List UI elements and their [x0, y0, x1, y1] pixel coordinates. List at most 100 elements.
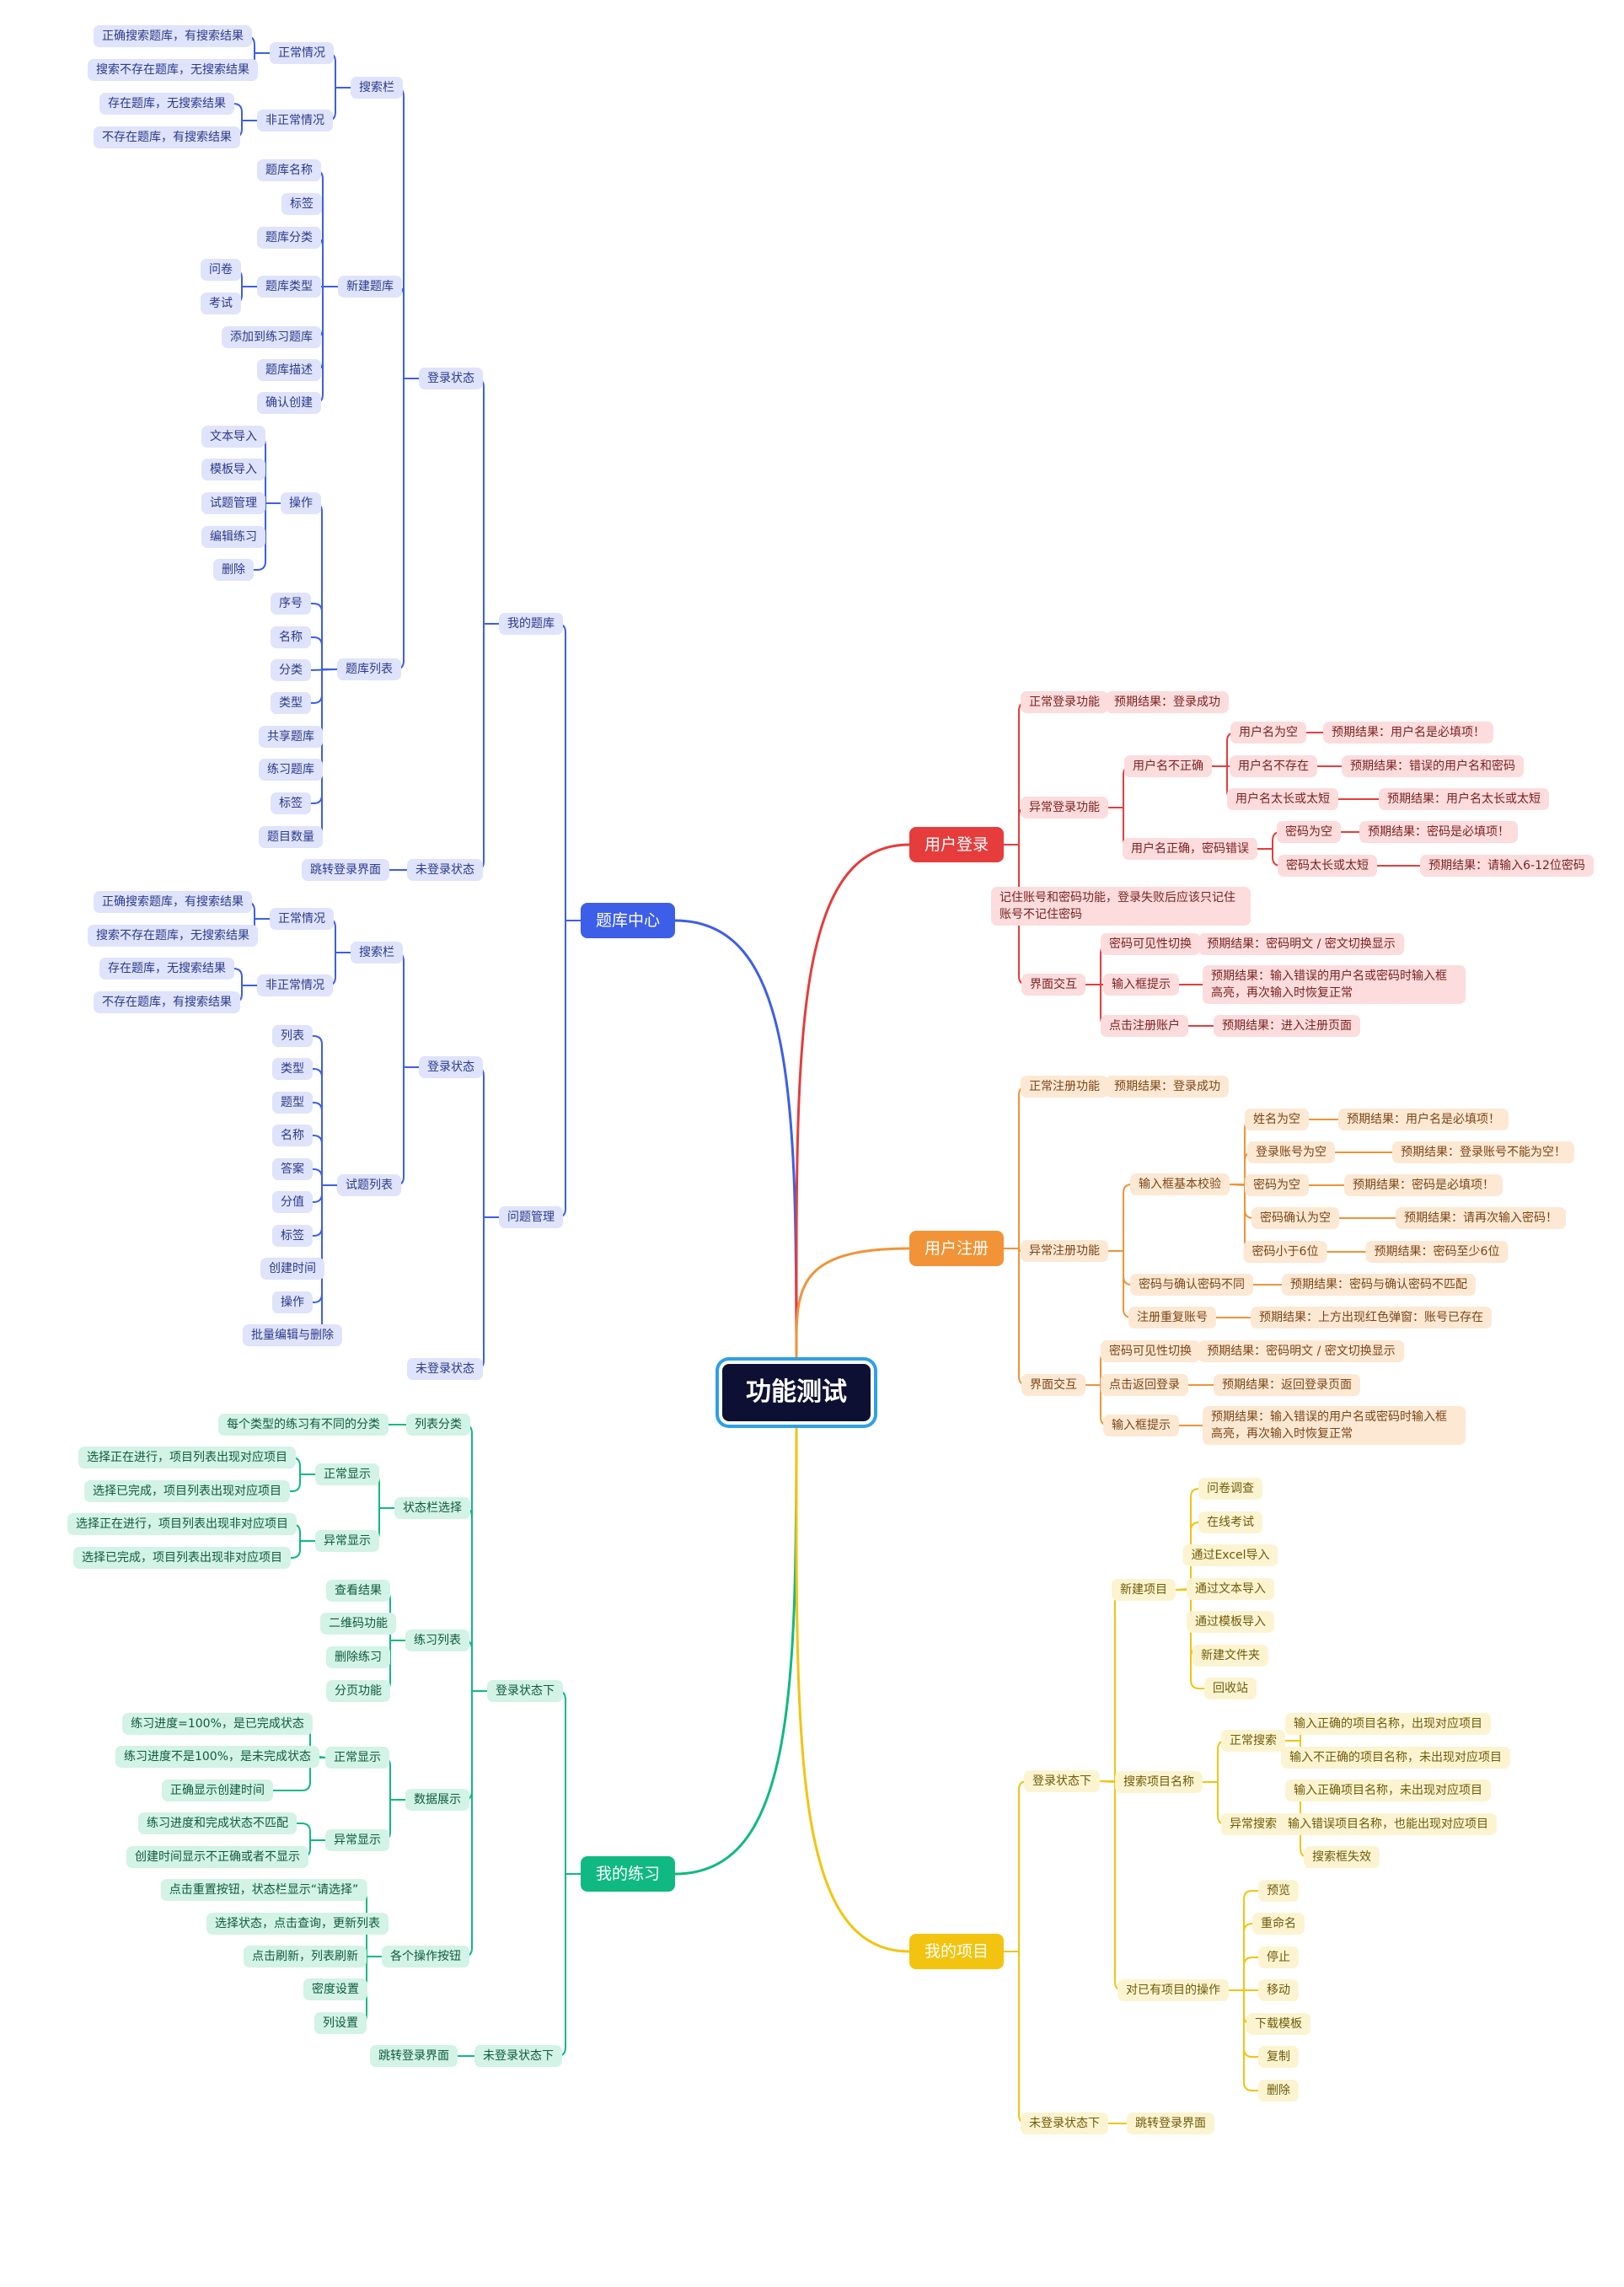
branch-user-register: 用户注册 [908, 1231, 1005, 1266]
leaf-result: 预期结果：密码至少6位 [1365, 1241, 1509, 1263]
leaf-result: 预期结果：登录成功 [1106, 691, 1229, 713]
leaf-result: 预期结果：密码是必填项！ [1344, 1174, 1503, 1196]
topic-list-category: 列表分类 [406, 1414, 470, 1436]
connector [1229, 1923, 1253, 1991]
branch-my-project: 我的项目 [908, 1934, 1005, 1969]
leaf-result: 预期结果：返回登录页面 [1214, 1374, 1360, 1396]
connector [273, 1757, 325, 1791]
connector [313, 1135, 337, 1186]
leaf-item: 通过文本导入 [1187, 1578, 1274, 1600]
leaf-item: 二维码功能 [320, 1613, 396, 1635]
connector [394, 1066, 419, 1186]
main-connector [795, 1247, 910, 1360]
leaf-item: 跳转登录界面 [302, 859, 389, 881]
leaf-item: 输入错误项目名称，也能出现对应项目 [1279, 1813, 1497, 1835]
connector [474, 1216, 499, 1370]
connector [463, 1507, 487, 1692]
connector [1004, 701, 1028, 846]
connector [1176, 1488, 1200, 1591]
leaf-item: 搜索不存在题库，无搜索结果 [88, 925, 258, 947]
connector [1229, 1957, 1258, 1991]
topic-remember-credentials: 记住账号和密码功能，登录失败后应该只记住账号不记住密码 [991, 887, 1251, 926]
leaf-item: 输入正确的项目名称，出现对应项目 [1285, 1713, 1491, 1735]
leaf-item: 确认创建 [257, 392, 321, 414]
topic-normal: 正常显示 [325, 1747, 389, 1769]
leaf-item: 题库描述 [257, 359, 321, 381]
main-connector [795, 1425, 910, 1953]
topic-action-buttons: 各个操作按钮 [382, 1946, 469, 1968]
leaf-case: 密码太长或太短 [1278, 855, 1377, 877]
topic-abnormal: 异常显示 [315, 1530, 379, 1552]
leaf-case: 密码为空 [1277, 821, 1341, 843]
leaf-case: 用户名太长或太短 [1227, 788, 1338, 810]
connector [394, 87, 419, 379]
leaf-item: 题目数量 [259, 826, 323, 848]
topic-my-bank: 我的题库 [499, 613, 563, 635]
leaf-item: 移动 [1258, 1979, 1299, 2001]
leaf-item: 不存在题库，有搜索结果 [94, 991, 240, 1013]
leaf-case: 密码可见性切换 [1101, 933, 1200, 955]
topic-normal-register: 正常注册功能 [1021, 1076, 1108, 1098]
topic-logout-state: 未登录状态下 [474, 2045, 562, 2067]
leaf-item: 题库名称 [257, 159, 321, 181]
leaf-item: 选择正在进行，项目列表出现非对应项目 [67, 1513, 297, 1535]
connector [311, 636, 337, 670]
topic-new-project: 新建项目 [1112, 1579, 1176, 1601]
connector [556, 623, 581, 921]
leaf-result: 预期结果：进入注册页面 [1214, 1015, 1360, 1037]
leaf-item: 选择已完成，项目列表出现非对应项目 [73, 1547, 291, 1569]
leaf-item: 输入正确项目名称，未出现对应项目 [1285, 1780, 1491, 1801]
leaf-item: 不存在题库，有搜索结果 [94, 126, 240, 148]
leaf-result: 预期结果：用户名是必填项！ [1338, 1109, 1509, 1130]
topic-normal-login: 正常登录功能 [1021, 691, 1108, 713]
topic-data-display: 数据展示 [405, 1789, 469, 1811]
leaf-item: 列设置 [314, 2012, 367, 2034]
connector [1108, 1250, 1133, 1286]
connector [1004, 1780, 1028, 1952]
topic-normal: 正常情况 [270, 908, 334, 930]
connector [1004, 1086, 1028, 1249]
topic-logout-state: 未登录状态下 [1021, 2113, 1108, 2134]
leaf-item: 标签 [271, 792, 311, 814]
connector [313, 502, 337, 670]
connector [556, 1690, 581, 1875]
topic-logout-state: 未登录状态 [407, 859, 483, 881]
leaf-case: 密码为空 [1245, 1174, 1309, 1196]
leaf-item: 输入不正确的项目名称，未出现对应项目 [1281, 1747, 1510, 1769]
leaf-result: 预期结果：用户名太长或太短 [1379, 788, 1549, 810]
leaf-item: 跳转登录界面 [370, 2045, 458, 2067]
leaf-item: 选择正在进行，项目列表出现对应项目 [78, 1447, 296, 1468]
connector [297, 1823, 325, 1841]
connector [1100, 1589, 1124, 1782]
connector [463, 1690, 487, 1801]
topic-search-project: 搜索项目名称 [1115, 1771, 1203, 1793]
connector [291, 1540, 315, 1559]
topic-normal: 正常情况 [270, 42, 334, 64]
leaf-item: 回收站 [1204, 1678, 1257, 1699]
leaf-case: 输入框提示 [1103, 1415, 1179, 1436]
connector [394, 952, 419, 1068]
topic-project-ops: 对已有项目的操作 [1118, 1979, 1229, 2001]
leaf-item: 名称 [272, 1125, 313, 1146]
branch-user-login: 用户登录 [908, 827, 1005, 862]
connector [1100, 1780, 1124, 1991]
connector [313, 1068, 337, 1186]
leaf-item: 停止 [1258, 1946, 1299, 1968]
connector [474, 1066, 499, 1218]
leaf-case: 登录账号为空 [1247, 1141, 1335, 1163]
leaf-item: 考试 [201, 293, 241, 314]
leaf-case: 密码确认为空 [1251, 1207, 1339, 1229]
leaf-item: 类型 [272, 1058, 313, 1080]
topic-status-bar: 状态栏选择 [394, 1497, 470, 1519]
leaf-item: 删除 [213, 559, 254, 581]
leaf-result: 预期结果：用户名是必填项！ [1323, 722, 1493, 744]
topic-wrong-username: 用户名不正确 [1124, 755, 1212, 777]
topic-login-state: 登录状态下 [1024, 1770, 1100, 1792]
leaf-item: 预览 [1258, 1880, 1299, 1902]
connector [313, 1184, 337, 1303]
leaf-item: 存在题库，无搜索结果 [99, 958, 234, 980]
leaf-item: 添加到练习题库 [222, 326, 321, 348]
connector [313, 1184, 337, 1203]
topic-new-bank: 新建题库 [338, 276, 402, 298]
connector [474, 623, 499, 871]
